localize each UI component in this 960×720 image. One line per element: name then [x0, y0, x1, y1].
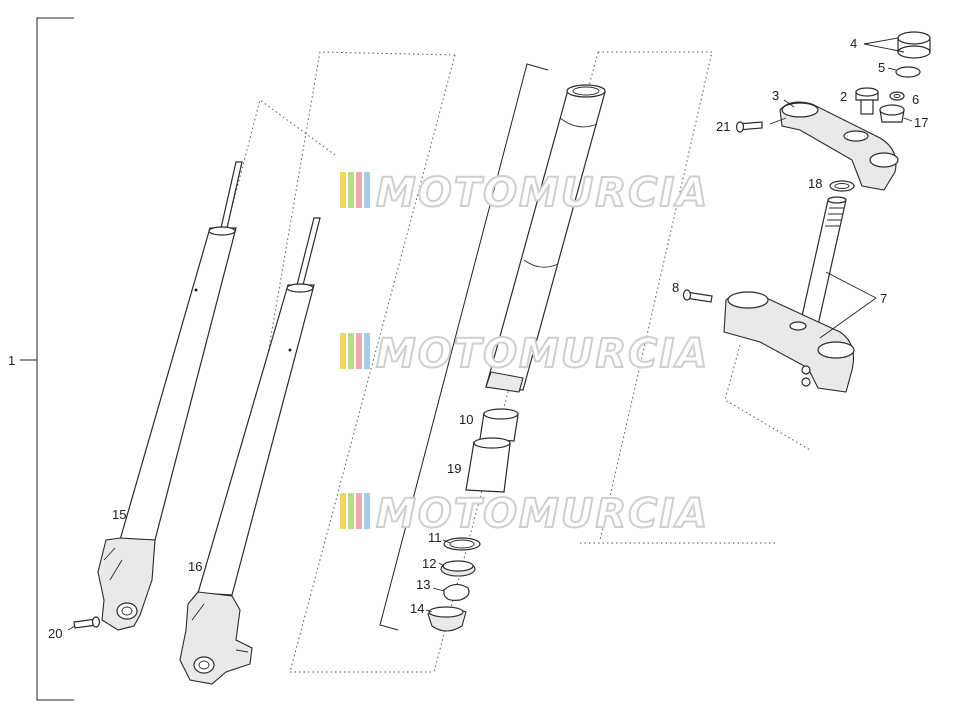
- leader-4b: [863, 43, 905, 53]
- bolt-8: [682, 289, 713, 303]
- leader-7b: [819, 297, 877, 339]
- label-8: 8: [672, 280, 679, 295]
- label-3: 3: [772, 88, 779, 103]
- leader-4a: [863, 37, 899, 45]
- watermark-stripe: [348, 172, 354, 208]
- oil-seal-12: [440, 560, 476, 577]
- dotted-group-right: [580, 51, 811, 544]
- leader-11: [442, 539, 451, 544]
- watermark-text: MOTOMURCIA: [376, 331, 709, 377]
- label-17: 17: [914, 115, 928, 130]
- bushing-17: [879, 104, 905, 123]
- label-1: 1: [8, 353, 15, 368]
- label-15: 15: [112, 507, 126, 522]
- label-2: 2: [840, 89, 847, 104]
- screw-21: [735, 121, 763, 133]
- label-10: 10: [459, 412, 473, 427]
- leader-17: [903, 117, 913, 122]
- label-4: 4: [850, 36, 857, 51]
- leader-20: [67, 625, 76, 631]
- label-18: 18: [808, 176, 822, 191]
- leader-3: [783, 99, 795, 108]
- ring-18: [829, 180, 855, 192]
- fork-leg-15: [97, 161, 243, 631]
- fork-leg-16: [179, 217, 321, 685]
- washer-11: [443, 537, 481, 551]
- leader-14: [425, 609, 433, 613]
- label-19: 19: [447, 461, 461, 476]
- label-11: 11: [428, 530, 442, 545]
- leader-5: [887, 67, 897, 71]
- watermark-stripe: [348, 333, 354, 369]
- label-6: 6: [912, 92, 919, 107]
- steering-stem-7: [799, 196, 847, 326]
- washer-6: [889, 91, 905, 101]
- label-7: 7: [880, 291, 887, 306]
- watermark-stripe: [340, 333, 346, 369]
- label-12: 12: [422, 556, 436, 571]
- leader-13: [432, 587, 445, 592]
- bushing-10: [479, 408, 519, 442]
- watermark-stripe: [364, 493, 370, 529]
- bolt-2: [855, 87, 879, 115]
- watermark-stripe: [356, 172, 362, 208]
- label-5: 5: [878, 60, 885, 75]
- middle-bracket: [379, 63, 549, 631]
- inner-fork-tube: [485, 84, 606, 393]
- upper-triple-clamp-3: [769, 101, 899, 191]
- label-13: 13: [416, 577, 430, 592]
- watermark-stripe: [356, 493, 362, 529]
- circlip-13: [443, 583, 470, 601]
- assembly-bracket: [20, 17, 74, 701]
- watermark-stripe: [364, 172, 370, 208]
- lower-triple-clamp-7: [723, 291, 855, 393]
- label-20: 20: [48, 626, 62, 641]
- watermark-stripe: [356, 333, 362, 369]
- dust-seal-14: [427, 606, 467, 632]
- label-21: 21: [716, 119, 730, 134]
- watermark-stripe: [340, 493, 346, 529]
- cap-nut-4: [897, 31, 931, 59]
- leader-12: [438, 562, 445, 567]
- watermark-text: MOTOMURCIA: [376, 170, 709, 216]
- watermark-text: MOTOMURCIA: [376, 491, 709, 537]
- bushing-19: [465, 437, 511, 493]
- watermark-1: MOTOMURCIA: [340, 169, 709, 217]
- leader-7a: [825, 271, 877, 299]
- watermark-stripe: [340, 172, 346, 208]
- label-14: 14: [410, 601, 424, 616]
- label-16: 16: [188, 559, 202, 574]
- watermark-3: MOTOMURCIA: [340, 490, 709, 538]
- watermark-stripe: [364, 333, 370, 369]
- watermark-stripe: [348, 493, 354, 529]
- watermark-2: MOTOMURCIA: [340, 330, 709, 378]
- screw-20: [73, 616, 101, 629]
- o-ring-5: [895, 66, 921, 78]
